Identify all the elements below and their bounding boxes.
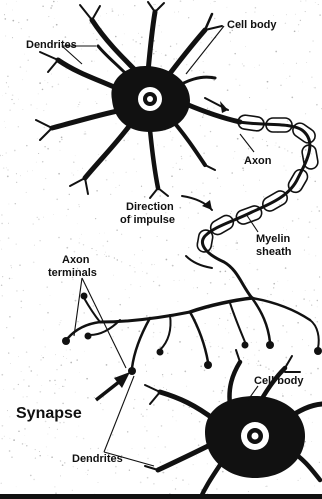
label-myelin-line1: Myelin bbox=[256, 233, 291, 245]
label-cell-body-top: Cell body bbox=[227, 19, 277, 31]
label-axon-terminals-line2: terminals bbox=[48, 267, 97, 279]
label-cell-body-bottom: Cell body bbox=[254, 375, 304, 387]
axon-terminal-branches bbox=[68, 298, 319, 368]
upper-neuron bbox=[36, 2, 240, 198]
pointer-axon bbox=[240, 134, 254, 152]
synapse-arrow bbox=[96, 372, 130, 400]
lower-neuron bbox=[145, 350, 322, 499]
label-axon-terminals-line1: Axon bbox=[62, 254, 90, 266]
label-direction-line1: Direction bbox=[126, 201, 174, 213]
label-axon: Axon bbox=[244, 155, 272, 167]
myelinated-axon bbox=[182, 114, 319, 298]
pointer-axon-terminals-2 bbox=[82, 278, 126, 368]
label-synapse: Synapse bbox=[16, 405, 82, 422]
axon-hillock bbox=[186, 104, 240, 122]
bottom-border bbox=[0, 494, 322, 499]
label-direction-line2: of impulse bbox=[120, 214, 175, 226]
label-dendrites-bottom: Dendrites bbox=[72, 453, 123, 465]
label-dendrites-top: Dendrites bbox=[26, 39, 77, 51]
label-myelin-line2: sheath bbox=[256, 246, 292, 258]
pointer-dendrites-bottom-1 bbox=[104, 376, 134, 452]
